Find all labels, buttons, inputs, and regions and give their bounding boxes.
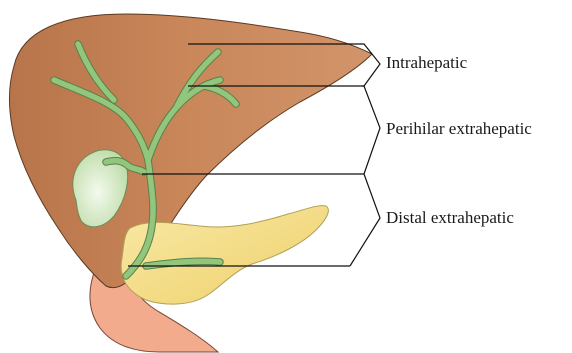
region-brackets [348,44,380,266]
perihilar-bracket [362,86,380,174]
distal-extrahepatic-label: Distal extrahepatic [386,209,514,226]
intrahepatic-label: Intrahepatic [386,54,467,71]
distal-bracket [350,174,380,266]
perihilar-extrahepatic-label: Perihilar extrahepatic [386,120,532,137]
